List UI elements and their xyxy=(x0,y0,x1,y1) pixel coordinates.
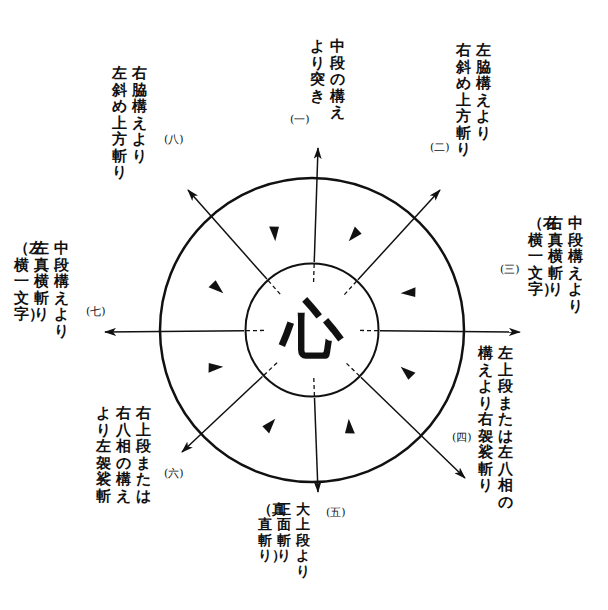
dashed-line xyxy=(344,280,357,295)
text-column: （真直斬り） xyxy=(258,502,272,564)
callout-number: (二) xyxy=(430,140,450,155)
cut-description: 大上段より 正面斬り （真直斬り） xyxy=(258,502,310,579)
text-column: より突き xyxy=(310,38,325,104)
callout-number: (三) xyxy=(500,262,520,277)
callout-number: (六) xyxy=(164,466,184,481)
text-column: 右八相の構え xyxy=(116,405,131,504)
flag-mark xyxy=(401,367,416,380)
dashed-line xyxy=(313,378,315,398)
text-column: 右脇構えより xyxy=(132,65,147,164)
cut-description: 中段構えより 右真横斬り （右横一文字） xyxy=(528,215,583,314)
cut-description: 中段の構え より突き xyxy=(310,38,345,121)
text-column: 中段構えより xyxy=(568,215,583,314)
callout-number: (五) xyxy=(326,505,346,520)
text-column: （左横一文字） xyxy=(14,240,29,323)
text-column: 中段の構え xyxy=(330,38,345,121)
outer-circle xyxy=(160,178,464,482)
text-column: 構えより右袈裟斬り xyxy=(478,345,493,494)
flag-mark xyxy=(401,287,416,297)
cut-arrow xyxy=(188,190,267,279)
callout-number: (八) xyxy=(164,132,184,147)
center-character: 心 xyxy=(281,299,343,361)
cut-arrow xyxy=(358,190,440,280)
node-text-box: 心 xyxy=(244,262,380,398)
cut-arrows xyxy=(105,148,520,492)
flag-mark xyxy=(209,363,224,373)
flag-mark xyxy=(345,419,355,434)
text-column: 正面斬り xyxy=(277,502,291,564)
center-circle: 心 xyxy=(244,262,380,398)
cut-arrow xyxy=(315,398,318,492)
flag-mark xyxy=(262,419,275,434)
text-column: 大上段より xyxy=(296,502,310,579)
text-column: 右上段または xyxy=(136,405,151,504)
cut-arrow xyxy=(182,377,262,452)
dashed-line xyxy=(360,330,380,331)
text-column: 左脇構えより xyxy=(476,42,491,141)
callout-number: (七) xyxy=(86,304,106,319)
flag-mark xyxy=(209,280,224,293)
text-column: 中段構えより xyxy=(54,240,69,339)
cut-arrow xyxy=(380,331,520,332)
flag-mark xyxy=(349,227,362,242)
dashed-line xyxy=(244,330,264,331)
callout-number: (一) xyxy=(290,112,310,127)
text-column: 右真横斬り xyxy=(548,215,563,298)
cut-description: 右上段または 右八相の構え より左袈裟斬 xyxy=(96,405,151,504)
cut-arrow xyxy=(361,377,465,478)
dashed-line xyxy=(313,262,315,282)
text-column: 左真横斬り xyxy=(34,240,49,323)
flag-marks xyxy=(209,227,416,434)
dashed-line xyxy=(347,363,361,377)
cut-description: 右脇構えより 左斜め上方斬り xyxy=(112,65,147,181)
text-column: より左袈裟斬 xyxy=(96,405,111,504)
text-column: （右横一文字） xyxy=(528,215,543,298)
text-column: 右斜め上方斬り xyxy=(456,42,471,158)
cut-description: 左上段または左八相の 構えより右袈裟斬り xyxy=(478,345,513,510)
callout-number: (四) xyxy=(452,430,472,445)
flag-mark xyxy=(269,227,279,242)
dashed-line xyxy=(262,363,277,377)
cut-arrow xyxy=(105,331,244,332)
cut-description: 中段構えより 左真横斬り （左横一文字） xyxy=(14,240,69,339)
text-column: 左上段または左八相の xyxy=(498,345,513,510)
text-column: 左斜め上方斬り xyxy=(112,65,127,181)
cut-description: 左脇構えより 右斜め上方斬り xyxy=(456,42,491,158)
dashed-line xyxy=(267,279,280,294)
cut-arrow xyxy=(314,148,318,262)
inner-circle xyxy=(246,264,379,397)
